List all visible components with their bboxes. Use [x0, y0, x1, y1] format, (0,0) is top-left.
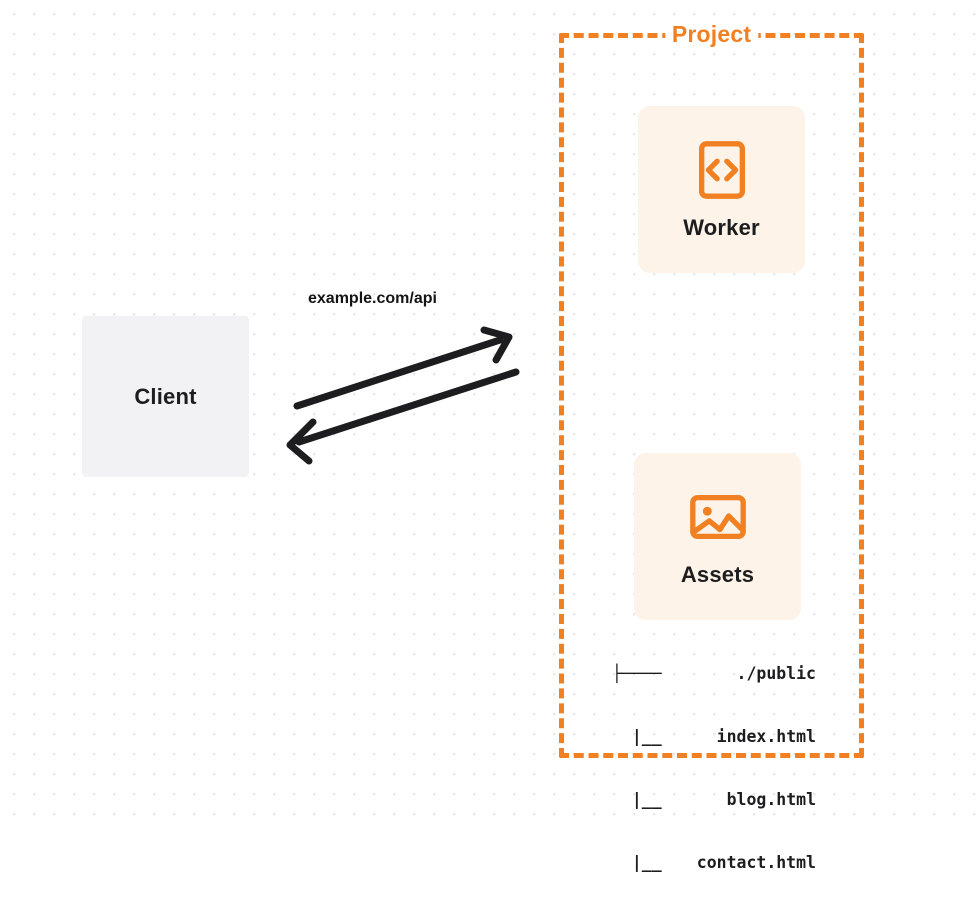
code-brackets-icon: [698, 140, 745, 199]
tree-branch-glyph: ├────: [612, 664, 662, 683]
worker-card: Worker: [638, 106, 805, 273]
tree-item-name: ./public: [736, 664, 816, 683]
request-arrow: [293, 326, 513, 410]
tree-branch-glyph: |__: [612, 790, 662, 809]
assets-card-label: Assets: [680, 561, 755, 587]
client-node: Client: [82, 316, 249, 477]
client-label: Client: [134, 383, 197, 409]
tree-item-name: index.html: [716, 727, 816, 746]
worker-card-label: Worker: [683, 214, 760, 240]
tree-branch-glyph: |__: [612, 853, 662, 872]
edge-label-example-api: example.com/api: [308, 290, 437, 307]
assets-file-tree: ├──── ./public |__ index.html |__ blog.h…: [612, 621, 816, 915]
tree-item-name: blog.html: [726, 790, 816, 809]
response-arrow: [286, 368, 520, 465]
tree-item-name: contact.html: [696, 853, 816, 872]
tree-branch-glyph: |__: [612, 727, 662, 746]
assets-card: Assets: [634, 453, 801, 620]
image-icon: [689, 494, 746, 539]
tree-row: ├──── ./public: [612, 663, 816, 684]
tree-row: |__ index.html: [612, 726, 816, 747]
tree-row: |__ contact.html: [612, 852, 816, 873]
tree-row: |__ blog.html: [612, 789, 816, 810]
project-container: Project Worker Assets ├──── ./public: [559, 21, 864, 872]
project-title: Project: [664, 21, 759, 48]
architecture-diagram: Client example.com/api Project Worker: [0, 0, 980, 872]
